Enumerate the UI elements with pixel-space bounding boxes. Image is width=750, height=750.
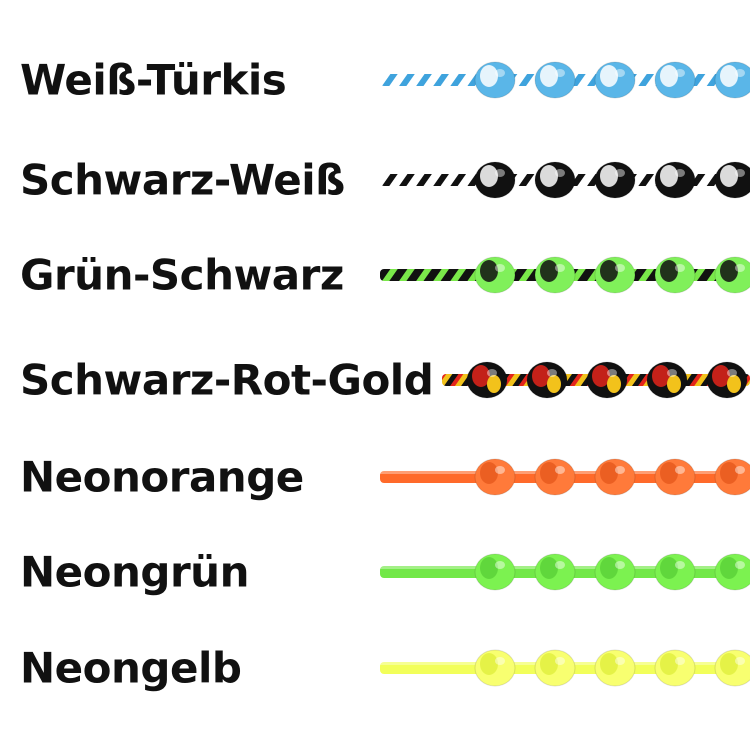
color-label: Neongelb [20, 643, 242, 693]
lace-knot [474, 553, 516, 591]
lace-row-neongelb: Neongelb [0, 628, 750, 708]
lace-knot [654, 161, 696, 199]
lace-image [442, 361, 750, 399]
lace-knot [654, 553, 696, 591]
lace-image [380, 649, 750, 687]
lace-row-schwarz-rot-gold: Schwarz-Rot-Gold [0, 340, 750, 420]
lace-row-neonorange: Neonorange [0, 437, 750, 517]
lace-knot [714, 161, 750, 199]
lace-knot [714, 256, 750, 294]
lace-knot [654, 61, 696, 99]
lace-knot [594, 256, 636, 294]
lace-knot [654, 649, 696, 687]
lace-image [380, 61, 750, 99]
lace-image [380, 256, 750, 294]
lace-knot [534, 61, 576, 99]
color-label: Grün-Schwarz [20, 250, 344, 300]
lace-knot [474, 61, 516, 99]
lace-image [380, 553, 750, 591]
lace-row-gruen-schwarz: Grün-Schwarz [0, 235, 750, 315]
lace-knot [534, 161, 576, 199]
lace-row-neongruen: Neongrün [0, 532, 750, 612]
lace-knot [714, 458, 750, 496]
color-label: Schwarz-Weiß [20, 155, 345, 205]
lace-knot [594, 61, 636, 99]
lace-knot [646, 361, 688, 399]
lace-knot [466, 361, 508, 399]
color-label: Weiß-Türkis [20, 55, 287, 105]
lace-knot [594, 458, 636, 496]
lace-knot [534, 256, 576, 294]
lace-knot [594, 649, 636, 687]
lace-knot [474, 649, 516, 687]
lace-image [380, 161, 750, 199]
lace-knot [706, 361, 748, 399]
lace-knot [714, 649, 750, 687]
color-label: Schwarz-Rot-Gold [20, 355, 434, 405]
lace-knot [534, 553, 576, 591]
lace-knot [714, 553, 750, 591]
color-label: Neonorange [20, 452, 304, 502]
lace-knot [654, 256, 696, 294]
lace-knot [586, 361, 628, 399]
lace-knot [474, 161, 516, 199]
lace-image [380, 458, 750, 496]
lace-knot [534, 649, 576, 687]
lace-knot [526, 361, 568, 399]
lace-knot [534, 458, 576, 496]
lace-row-schwarz-weiss: Schwarz-Weiß [0, 140, 750, 220]
lace-knot [474, 458, 516, 496]
lace-row-weiss-tuerkis: Weiß-Türkis [0, 40, 750, 120]
lace-knot [714, 61, 750, 99]
lace-knot [474, 256, 516, 294]
lace-knot [594, 161, 636, 199]
lace-knot [594, 553, 636, 591]
lace-knot [654, 458, 696, 496]
color-label: Neongrün [20, 547, 249, 597]
